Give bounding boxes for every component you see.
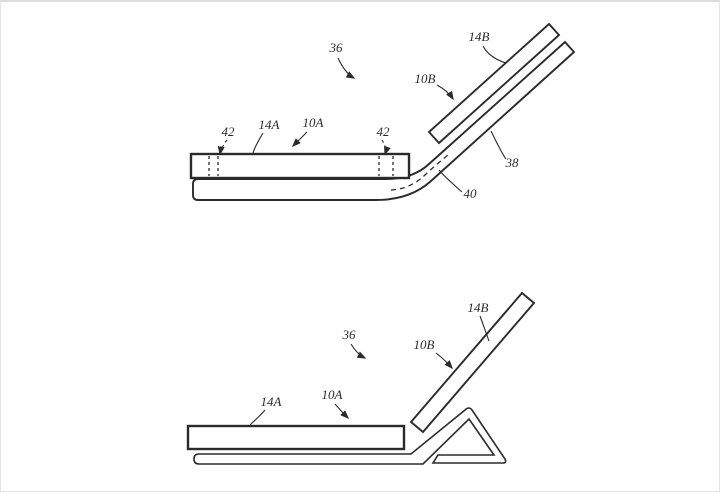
bend-region-leader [438,169,463,193]
display-a-leader [252,132,264,154]
ref-36-fig1: 36 [329,40,344,55]
display-b-leader-fig2 [479,315,490,342]
housing-strip-with-bend [192,40,576,201]
figure-unfolded: 36 42 14A 10A 42 14B 10B 38 40 [189,22,576,201]
ref-42-right: 42 [377,124,391,139]
flexible-portion-leader [490,130,507,160]
ref-38: 38 [505,155,520,170]
assembly-arrow [337,57,356,79]
ref-14b-fig2: 14B [468,300,489,315]
fastener-right-leader [381,139,391,156]
figure-folded-stand: 36 14B 10B 14A 10A [186,291,536,465]
ref-10b-fig2: 10B [414,337,435,352]
display-panel-a [189,152,411,180]
bend-axis-dashes [390,153,450,191]
fastener-left-leader [217,139,228,156]
ref-40: 40 [464,186,478,201]
display-panel-b-folded [409,291,536,434]
ref-10b-fig1: 10B [415,71,436,86]
ref-42-left: 42 [222,124,236,139]
device-a-arrow [291,131,308,148]
display-a-leader-fig2 [249,409,266,426]
display-panel-a-folded [186,424,406,451]
ref-10a-fig1: 10A [303,115,324,130]
housing-strip-folded-stand [193,407,507,465]
device-b-arrow-fig2 [435,352,453,370]
assembly-arrow-fig2 [350,343,367,359]
device-a-arrow-fig2 [334,403,350,420]
ref-36-fig2: 36 [342,327,357,342]
device-b-arrow [436,84,454,101]
ref-14b-fig1: 14B [469,29,490,44]
ref-14a-fig2: 14A [261,394,282,409]
display-b-leader [482,45,507,64]
display-panel-b [427,22,561,145]
ref-10a-fig2: 10A [322,387,343,402]
ref-14a-fig1: 14A [259,117,280,132]
